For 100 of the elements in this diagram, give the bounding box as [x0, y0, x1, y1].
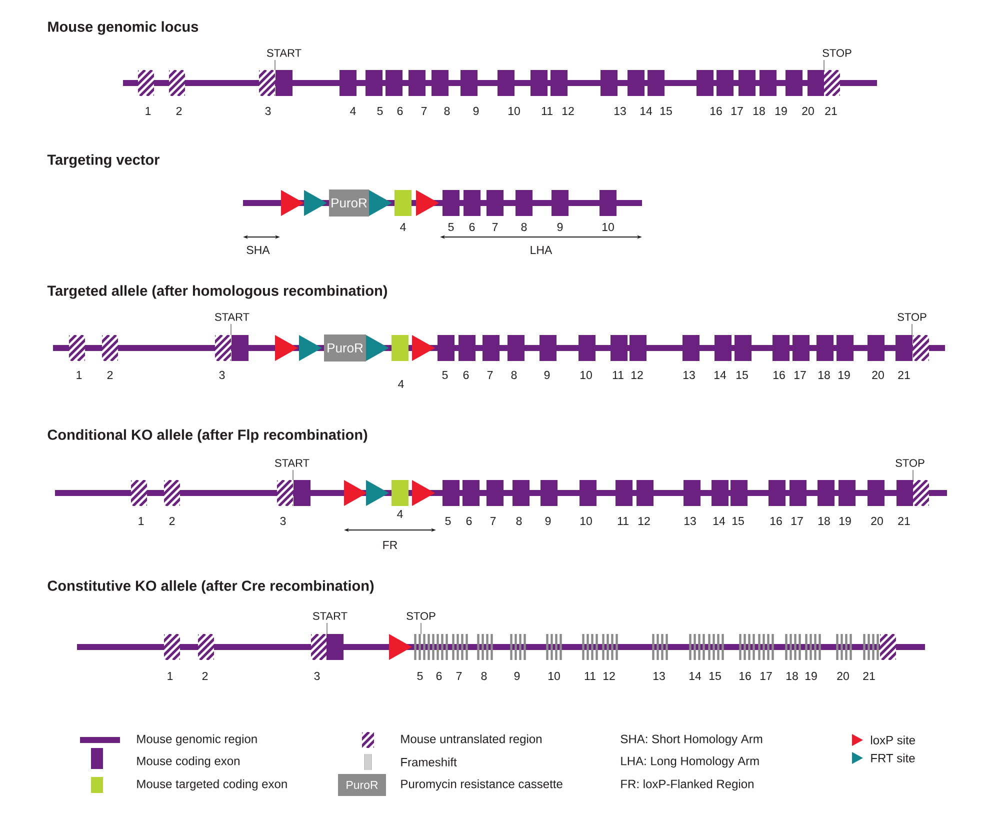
exon-number: 6 [436, 672, 442, 680]
exon-number: 21 [863, 672, 875, 680]
track-title: Targeted allele (after homologous recombination) [47, 285, 388, 299]
legend-label: Mouse targeted coding exon [137, 779, 287, 791]
exon-number: 20 [837, 672, 849, 680]
exon-number: 18 [818, 370, 830, 380]
exon-number: 15 [710, 672, 721, 680]
exon-number: 10 [580, 370, 592, 380]
arm-label: LHA [530, 246, 552, 254]
exon-number: 14 [714, 517, 726, 525]
legend-label: Mouse genomic region [137, 734, 257, 746]
exon-number: 5 [445, 517, 451, 525]
legend-label: FRT site [871, 754, 915, 762]
exon-number: 6 [466, 516, 472, 526]
legend-label: loxP site [871, 736, 915, 744]
exon-number: 19 [806, 672, 817, 680]
exon-number: 11 [612, 371, 624, 379]
legend-label: LHA: Long Homology Arm [621, 756, 759, 768]
exon-number: 7 [490, 517, 496, 525]
exon-number: 18 [786, 672, 798, 680]
exon-number: 3 [314, 672, 320, 680]
legend-label: Mouse coding exon [137, 756, 240, 768]
exon-number: 10 [602, 222, 614, 232]
track-title: Constitutive KO allele (after Cre recombination) [48, 580, 374, 594]
exon-number: 9 [514, 672, 520, 680]
track-title: Mouse genomic locus [48, 21, 198, 35]
cassette-box: PuroR [329, 190, 369, 216]
exon-number: 16 [774, 370, 785, 380]
exon-number: 19 [838, 370, 850, 380]
track-title: Conditional KO allele (after Flp recombination) [48, 429, 368, 443]
exon-number: 20 [871, 516, 883, 526]
exon-number: 5 [417, 672, 423, 680]
exon-number: 17 [732, 107, 743, 115]
exon-number: 1 [146, 107, 151, 115]
exon-number: 11 [584, 672, 596, 680]
exon-number: 9 [544, 370, 550, 380]
exon-number: 1 [76, 371, 82, 379]
exon-number: 11 [618, 517, 628, 525]
exon-number: 2 [176, 106, 182, 115]
legend-label: SHA: Short Homology Arm [620, 734, 762, 746]
exon-number: 13 [684, 516, 696, 526]
exon-number: 6 [397, 106, 403, 116]
exon-number: 10 [548, 672, 560, 680]
legend-label: Frameshift [401, 758, 457, 766]
exon-number: 21 [898, 370, 910, 379]
exon-number: 4 [400, 223, 406, 231]
exon-number: 20 [802, 106, 814, 116]
exon-number: 18 [818, 516, 830, 526]
cassette-box: PuroR [338, 774, 386, 796]
exon-number: 5 [448, 223, 454, 231]
exon-number: 17 [792, 517, 803, 525]
exon-number: 12 [632, 370, 643, 379]
exon-number: 3 [265, 106, 271, 116]
exon-number: 4 [397, 510, 403, 518]
exon-number: 8 [516, 516, 522, 526]
exon-number: 15 [732, 517, 744, 525]
exon-number: 7 [487, 371, 493, 379]
exon-number: 16 [770, 516, 782, 526]
legend-label: FR: loxP-Flanked Region [621, 779, 754, 791]
cassette-box: PuroR [324, 334, 366, 362]
exon-number: 7 [456, 672, 462, 680]
exon-number: 1 [138, 517, 144, 525]
exon-number: 9 [557, 222, 563, 232]
exon-number: 21 [825, 106, 837, 115]
exon-number: 16 [740, 672, 751, 680]
exon-number: 7 [492, 223, 498, 231]
exon-number: 15 [736, 371, 748, 379]
exon-number: 9 [545, 516, 551, 526]
exon-number: 3 [219, 370, 225, 380]
track-title: Targeting vector [47, 154, 160, 168]
exon-number: 17 [794, 371, 806, 379]
exon-number: 19 [776, 106, 787, 116]
exon-number: 13 [654, 672, 665, 680]
exon-number: 12 [562, 106, 574, 115]
exon-number: 12 [638, 516, 650, 525]
exon-number: 14 [714, 371, 726, 379]
exon-number: 18 [754, 106, 765, 116]
exon-number: 6 [469, 222, 475, 232]
exon-number: 7 [421, 107, 427, 115]
exon-number: 21 [898, 516, 910, 525]
legend-label: Mouse untranslated region [401, 734, 542, 746]
exon-number: 8 [481, 672, 487, 680]
exon-number: 1 [168, 672, 173, 680]
exon-number: 16 [710, 106, 722, 116]
exon-number: 10 [580, 516, 592, 526]
exon-number: 2 [202, 672, 208, 680]
exon-number: 9 [473, 106, 479, 116]
legend-label: Puromycin resistance cassette [401, 779, 562, 791]
exon-number: 2 [107, 370, 113, 379]
exon-number: 10 [508, 106, 520, 116]
exon-number: 14 [690, 672, 702, 680]
exon-number: 15 [660, 107, 672, 115]
exon-number: 2 [169, 516, 175, 525]
arm-label: SHA [246, 246, 270, 254]
exon-number: 4 [398, 380, 404, 388]
exon-number: 8 [511, 370, 517, 380]
exon-number: 12 [604, 672, 615, 680]
exon-number: 19 [840, 516, 851, 526]
exon-number: 5 [377, 107, 383, 115]
exon-number: 13 [684, 370, 695, 380]
